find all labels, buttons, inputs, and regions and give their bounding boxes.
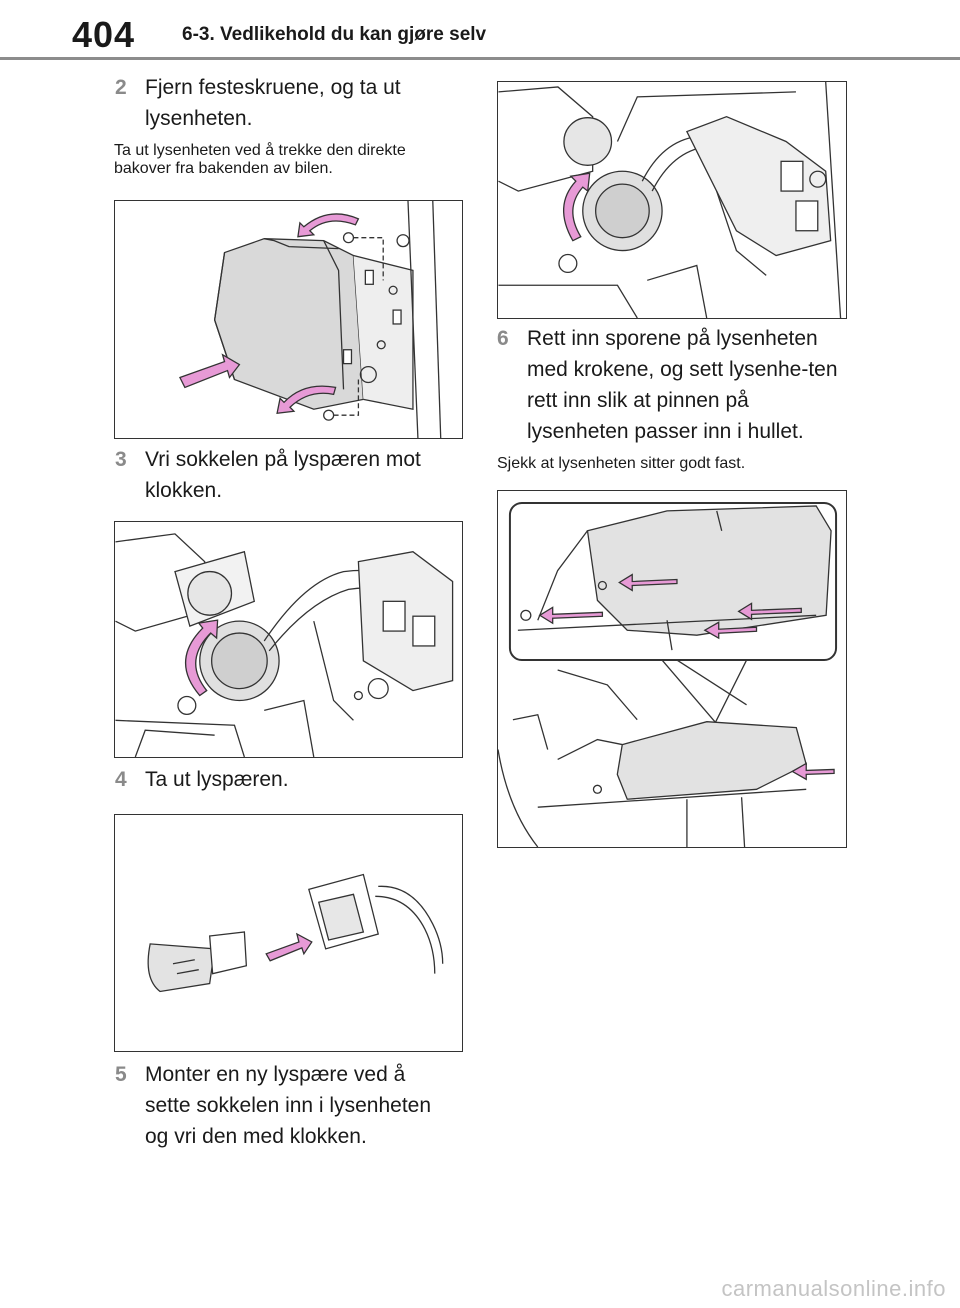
step-text: Ta ut lyspæren. bbox=[145, 768, 289, 791]
step-2-note: Ta ut lysenheten ved å trekke den direkt… bbox=[114, 142, 406, 177]
figure-rotate-socket bbox=[114, 521, 463, 758]
page-number: 404 bbox=[72, 14, 136, 55]
section-title: 6-3. Vedlikehold du kan gjøre selv bbox=[182, 24, 487, 45]
step-number: 6 bbox=[497, 327, 509, 350]
step-number: 3 bbox=[115, 448, 127, 471]
figure-install-lamp-unit bbox=[497, 490, 847, 848]
step-4: 4 Ta ut lyspæren. bbox=[115, 764, 455, 795]
step-2: 2 Fjern festeskruene, og ta ut lysenhete… bbox=[115, 72, 455, 134]
step-number: 4 bbox=[115, 768, 127, 791]
step-text: Fjern festeskruene, og ta ut lysenheten. bbox=[145, 76, 401, 130]
step-number: 5 bbox=[115, 1063, 127, 1086]
step-text: Rett inn sporene på lysenheten med kroke… bbox=[527, 327, 838, 443]
figure-remove-lamp-unit bbox=[114, 200, 463, 439]
step-5: 5 Monter en ny lyspære ved å sette sokke… bbox=[115, 1059, 455, 1152]
figure-remove-bulb bbox=[114, 814, 463, 1052]
step-6: 6 Rett inn sporene på lysenheten med kro… bbox=[497, 323, 842, 447]
step-6-note: Sjekk at lysenheten sitter godt fast. bbox=[497, 455, 746, 472]
watermark: carmanualsonline.info bbox=[721, 1276, 946, 1301]
step-text: Vri sokkelen på lyspæren mot klokken. bbox=[145, 448, 421, 502]
step-3: 3 Vri sokkelen på lyspæren mot klokken. bbox=[115, 444, 455, 506]
step-number: 2 bbox=[115, 76, 127, 99]
page-header: 404 6-3. Vedlikehold du kan gjøre selv bbox=[0, 0, 960, 60]
figure-rotate-socket-clockwise bbox=[497, 81, 847, 319]
header-divider bbox=[0, 57, 960, 60]
step-text: Monter en ny lyspære ved å sette sokkele… bbox=[145, 1063, 432, 1148]
